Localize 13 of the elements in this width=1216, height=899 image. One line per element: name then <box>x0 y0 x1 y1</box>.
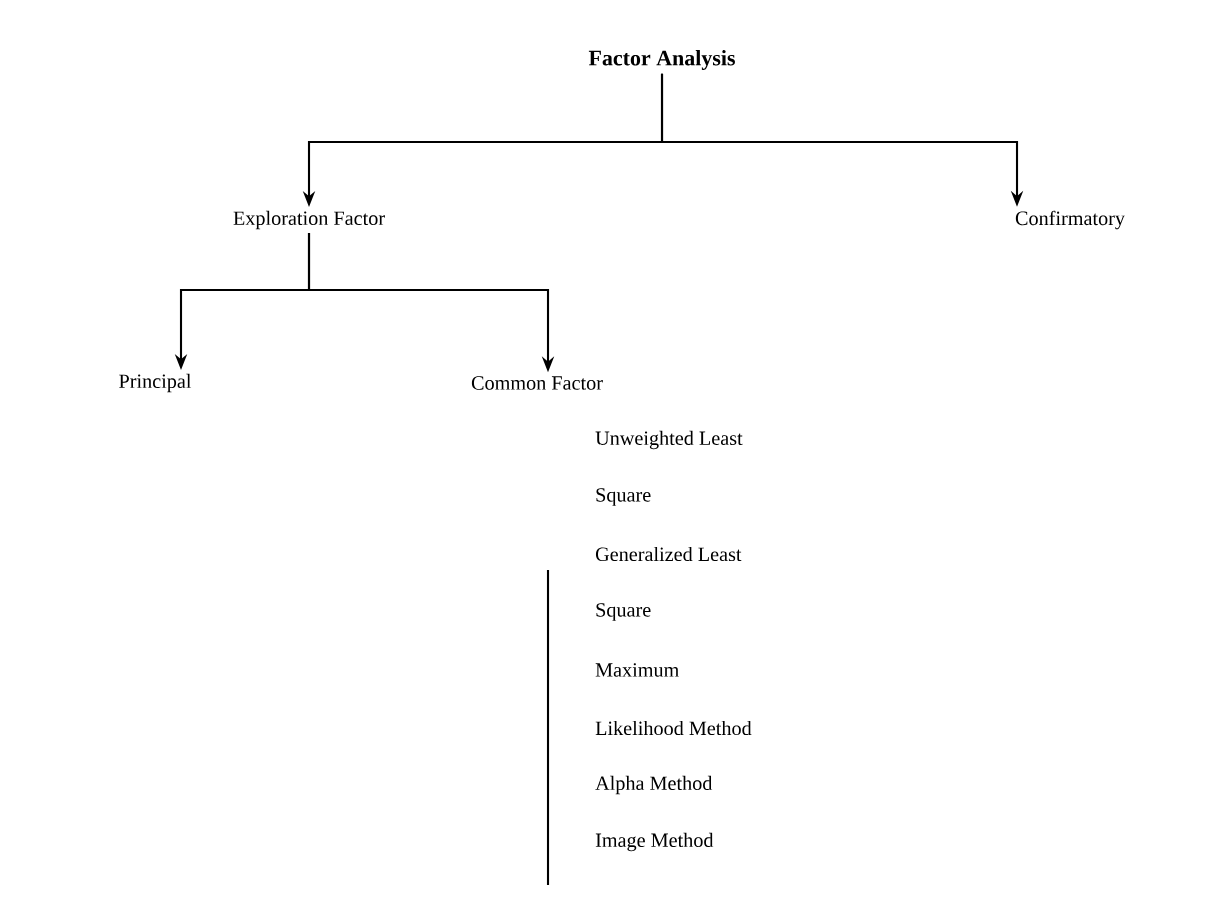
method-label: Image Method <box>595 832 714 852</box>
node-text: Factor Analysis <box>588 50 735 70</box>
node-text: Common Factor <box>471 376 603 390</box>
node-text: Exploration Factor <box>233 210 385 230</box>
node-text: Principal <box>119 373 192 393</box>
method-label: Unweighted Least <box>595 430 743 450</box>
method-label: Alpha Method <box>595 775 713 795</box>
method-label: Square <box>596 603 651 621</box>
method-label: Square <box>596 488 651 506</box>
method-label: Generalized Least <box>595 546 742 562</box>
node-text: Confirmatory <box>1015 210 1125 230</box>
method-label: Likelihood Method <box>595 720 752 736</box>
method-label: Maximum <box>595 663 679 677</box>
